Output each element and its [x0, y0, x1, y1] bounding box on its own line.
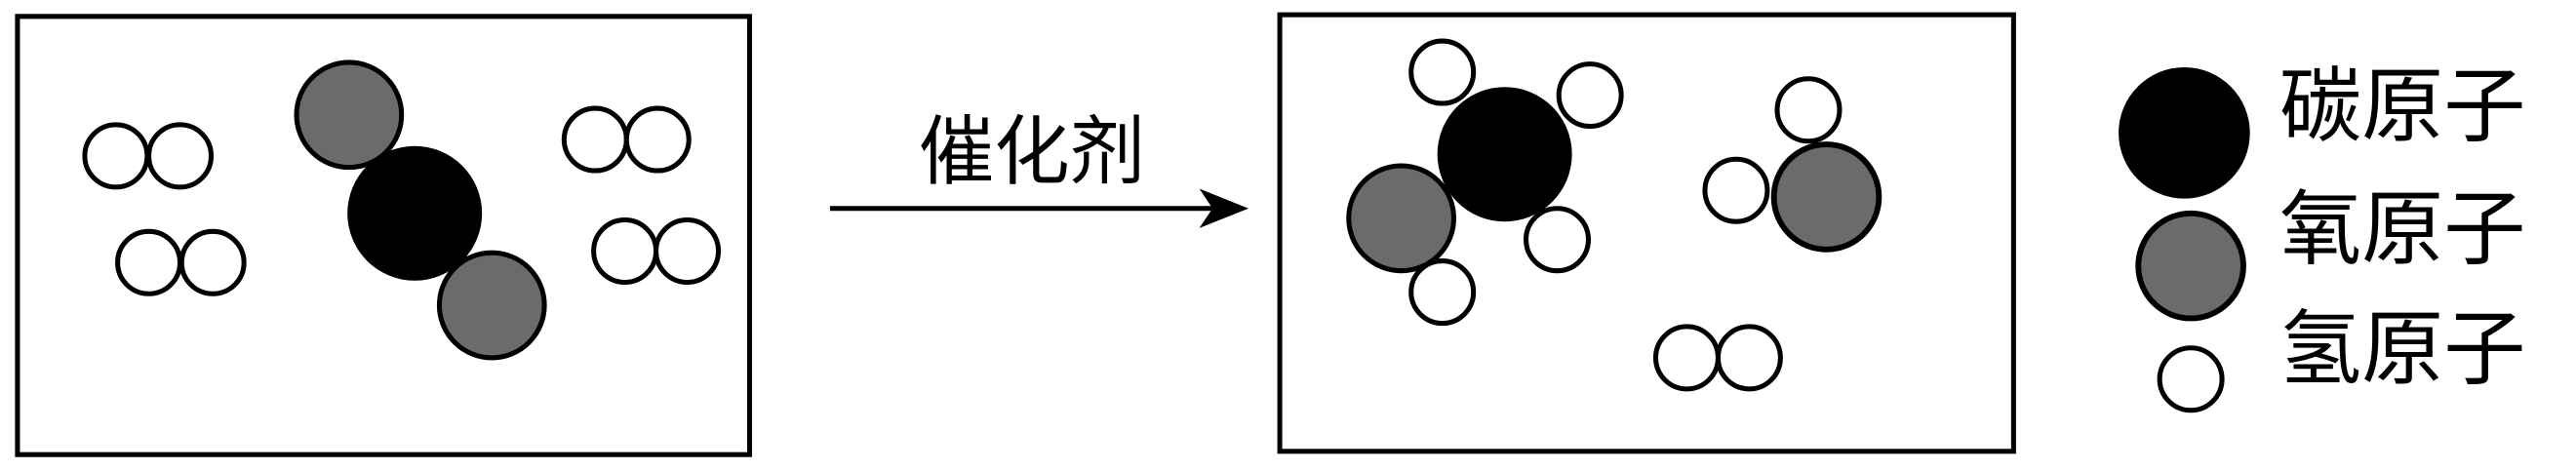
water-molecule	[1702, 76, 1882, 253]
hydrogen-atom	[1774, 76, 1843, 144]
hydrogen-molecule	[82, 122, 215, 190]
carbon-swatch	[2119, 67, 2250, 199]
legend-item-hydrogen: 氢原子	[2157, 301, 2525, 413]
catalyst-label: 催化剂	[919, 108, 1145, 196]
hydrogen-molecule	[561, 105, 692, 174]
legend-oxygen-label: 氧原子	[2279, 181, 2525, 277]
legend-hydrogen-label: 氢原子	[2279, 301, 2525, 397]
reactants-box	[15, 14, 753, 457]
oxygen-atom	[436, 250, 547, 361]
hydrogen-atom	[1715, 324, 1783, 392]
carbon-atom	[1437, 87, 1572, 222]
hydrogen-molecule	[1652, 324, 1783, 392]
hydrogen-atom	[82, 122, 150, 190]
oxygen-atom	[294, 59, 405, 171]
hydrogen-atom	[1702, 156, 1770, 224]
legend-carbon-label: 碳原子	[2279, 59, 2525, 154]
hydrogen-atom	[115, 228, 183, 296]
carbon-atom	[347, 145, 483, 281]
hydrogen-atom	[1408, 258, 1477, 327]
hydrogen-atom	[561, 105, 629, 174]
methanol-molecule	[1346, 38, 1624, 327]
reaction-arrow: 催化剂	[829, 108, 1249, 228]
legend: 碳原子 氧原子 氢原子	[2119, 59, 2525, 413]
oxygen-swatch	[2135, 210, 2246, 322]
hydrogen-atom	[146, 122, 215, 190]
hydrogen-atom	[1408, 38, 1477, 106]
legend-item-carbon: 碳原子	[2119, 59, 2525, 199]
hydrogen-atom	[591, 216, 659, 285]
oxygen-atom	[1770, 141, 1882, 253]
hydrogen-atom	[654, 216, 722, 285]
hydrogen-atom	[623, 105, 692, 174]
hydrogen-atom	[1523, 206, 1591, 274]
hydrogen-molecule	[591, 216, 722, 285]
hydrogen-swatch	[2157, 345, 2225, 413]
arrow-head	[1199, 188, 1249, 228]
reactants-frame	[15, 14, 753, 457]
oxygen-atom	[1346, 163, 1456, 274]
hydrogen-molecule	[115, 228, 247, 296]
products-frame	[1277, 12, 2016, 454]
hydrogen-atom	[1556, 61, 1624, 130]
hydrogen-atom	[1652, 324, 1721, 392]
products-box	[1277, 12, 2016, 454]
legend-item-oxygen: 氧原子	[2135, 181, 2525, 322]
carbon-dioxide-molecule	[294, 59, 547, 361]
hydrogen-atom	[178, 228, 247, 296]
